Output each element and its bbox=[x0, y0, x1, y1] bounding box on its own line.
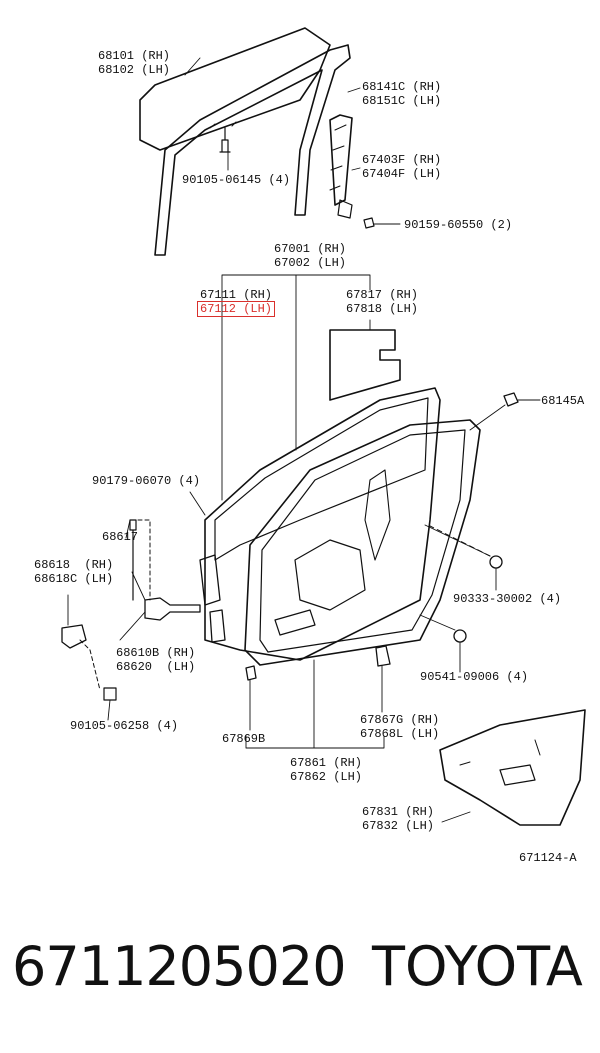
label-67818: 67818 (LH) bbox=[346, 302, 419, 316]
door-lock-striker bbox=[61, 624, 87, 649]
glass-run bbox=[154, 44, 351, 256]
division-bar bbox=[329, 114, 353, 206]
label-90541: 90541-09006 (4) bbox=[420, 670, 529, 684]
part-number: 6711205020 bbox=[12, 935, 347, 998]
label-68617: 68617 bbox=[102, 530, 139, 544]
label-67112-highlighted[interactable]: 67112 (LH) bbox=[196, 301, 276, 317]
label-67404f: 67404F (LH) bbox=[362, 167, 442, 181]
door-exploded-view bbox=[61, 27, 586, 826]
label-68101: 68101 (RH) bbox=[98, 49, 171, 63]
label-90179: 90179-06070 (4) bbox=[92, 474, 201, 488]
door-glass bbox=[139, 27, 331, 151]
brand-name: TOYOTA bbox=[372, 935, 583, 998]
label-67869b: 67869B bbox=[222, 732, 266, 746]
parts-diagram: 68101 (RH) 68102 (LH) 68141C (RH) 68151C… bbox=[34, 27, 586, 865]
door-check bbox=[144, 597, 201, 621]
label-67817: 67817 (RH) bbox=[346, 288, 419, 302]
label-67867g: 67867G (RH) bbox=[360, 713, 440, 727]
door-panel bbox=[204, 387, 441, 661]
door-hinge bbox=[199, 554, 226, 643]
service-hole-cover bbox=[329, 329, 401, 401]
label-68141c: 68141C (RH) bbox=[362, 80, 442, 94]
label-68102: 68102 (LH) bbox=[98, 63, 171, 77]
label-68618: 68618 (RH) bbox=[34, 558, 114, 572]
label-90105-06258: 90105-06258 (4) bbox=[70, 719, 179, 733]
label-67862: 67862 (LH) bbox=[290, 770, 363, 784]
label-67111: 67111 (RH) bbox=[200, 288, 273, 302]
label-67868l: 67868L (LH) bbox=[360, 727, 440, 741]
label-67001: 67001 (RH) bbox=[274, 242, 347, 256]
label-90333: 90333-30002 (4) bbox=[453, 592, 562, 606]
label-68151c: 68151C (LH) bbox=[362, 94, 442, 108]
label-90105-06145: 90105-06145 (4) bbox=[182, 173, 291, 187]
clip-68145a bbox=[503, 392, 519, 407]
label-67832: 67832 (LH) bbox=[362, 819, 435, 833]
label-67861: 67861 (RH) bbox=[290, 756, 363, 770]
glass-bolt bbox=[219, 127, 231, 153]
label-90159: 90159-60550 (2) bbox=[404, 218, 513, 232]
door-trim-panel bbox=[439, 709, 586, 826]
label-68618c: 68618C (LH) bbox=[34, 572, 114, 586]
clip-90541 bbox=[453, 629, 467, 643]
label-67403f: 67403F (RH) bbox=[362, 153, 442, 167]
footer: 6711205020 TOYOTA bbox=[0, 935, 600, 1015]
label-68145a: 68145A bbox=[541, 394, 585, 408]
diagram-reference: 671124-A bbox=[519, 851, 577, 865]
label-67831: 67831 (RH) bbox=[362, 805, 435, 819]
door-weatherstrip bbox=[244, 419, 481, 666]
plug-90333 bbox=[489, 555, 503, 569]
label-68610b: 68610B (RH) bbox=[116, 646, 196, 660]
label-68620: 68620 (LH) bbox=[116, 660, 196, 674]
label-67002: 67002 (LH) bbox=[274, 256, 347, 270]
